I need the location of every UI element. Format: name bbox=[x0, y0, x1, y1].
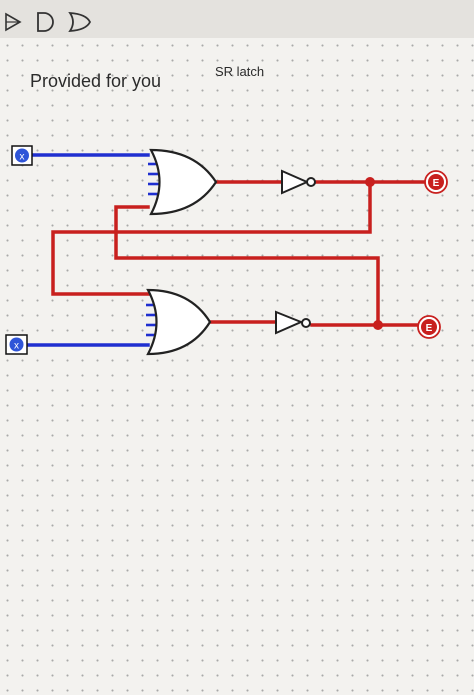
or-gate-bottom[interactable] bbox=[146, 288, 212, 356]
and-gate-icon[interactable] bbox=[37, 12, 54, 32]
input-pin-top[interactable]: x bbox=[11, 145, 33, 166]
input-pin-bottom[interactable]: x bbox=[5, 334, 28, 355]
junction-bottom bbox=[373, 320, 383, 330]
circuit-canvas[interactable] bbox=[0, 38, 474, 695]
wire-feedback-bottom-to-top[interactable] bbox=[114, 205, 380, 327]
toolbar bbox=[0, 0, 474, 40]
input-label-bottom: x bbox=[14, 341, 19, 352]
not-gate-bottom[interactable] bbox=[275, 310, 311, 335]
or-gate-top[interactable] bbox=[148, 148, 218, 216]
output-label-bottom: E bbox=[426, 323, 433, 334]
provided-label: Provided for you bbox=[30, 71, 161, 91]
sr-latch-label: SR latch bbox=[215, 64, 264, 79]
output-label-top: E bbox=[433, 178, 440, 189]
not-gate-top[interactable] bbox=[281, 169, 316, 195]
output-pin-top[interactable]: E bbox=[424, 170, 448, 194]
wire-feedback-top-to-bottom[interactable] bbox=[51, 180, 372, 296]
toolbar-icons bbox=[5, 11, 92, 33]
output-pin-bottom[interactable]: E bbox=[417, 315, 441, 339]
or-gate-icon[interactable] bbox=[68, 11, 92, 33]
junction-top bbox=[365, 177, 375, 187]
input-label-top: x bbox=[20, 152, 25, 163]
play-icon[interactable] bbox=[5, 12, 22, 32]
